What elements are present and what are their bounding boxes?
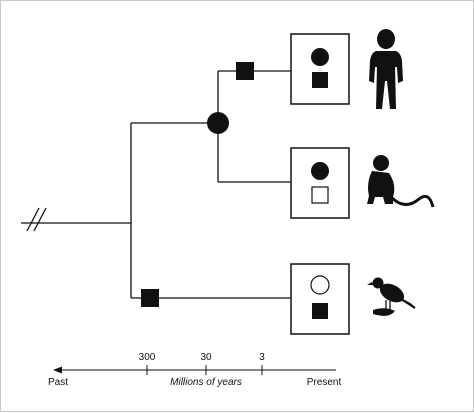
node-filled-square-marker [236,62,254,80]
time-axis-arrow-icon [53,366,62,374]
taxon-box-human [290,33,350,105]
axis-title: Millions of years [170,377,242,388]
monkey-silhouette-icon [367,155,435,208]
break-mark [33,207,47,232]
axis-tick-label: 300 [139,352,156,363]
axis-tick-label: 30 [200,352,212,363]
taxon-box-monkey [290,147,350,219]
human-silhouette-icon [369,29,403,109]
trait-filled-circle [311,162,329,180]
trait-filled-circle [311,48,329,66]
trait-open-circle [310,275,330,295]
axis-label-past: Past [48,377,68,388]
break-mark [26,207,40,232]
node-filled-circle-marker [207,112,229,134]
trait-filled-square [312,72,328,88]
node-filled-square-marker [141,289,159,307]
axis-tick-label: 3 [259,352,265,363]
axis-label-present: Present [307,377,342,388]
trait-filled-square [312,303,328,319]
taxon-box-bird [290,263,350,335]
bird-silhouette-icon [367,277,416,316]
trait-open-square [311,186,329,204]
